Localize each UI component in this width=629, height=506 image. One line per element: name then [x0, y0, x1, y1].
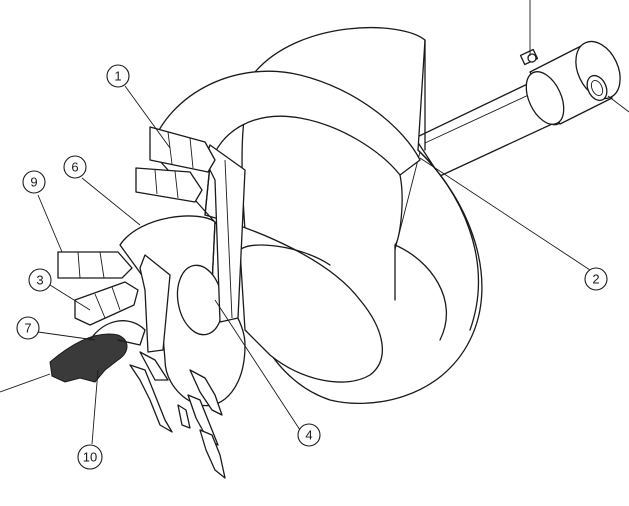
callout-2: 2 [584, 267, 608, 291]
leader-lines [0, 85, 591, 445]
callout-3-label: 3 [36, 273, 43, 288]
lower-holder-plate [139, 254, 171, 353]
callout-4-label: 4 [305, 428, 312, 443]
callout-3: 3 [28, 268, 52, 292]
callout-6-label: 6 [71, 160, 78, 175]
callout-7: 7 [16, 316, 40, 340]
drive-housing [519, 0, 629, 125]
callout-10-label: 10 [83, 450, 97, 465]
callout-2-label: 2 [592, 272, 599, 287]
callout-10: 10 [77, 444, 103, 470]
callout-6: 6 [63, 155, 87, 179]
callout-9-label: 9 [30, 175, 37, 190]
bottom-teeth [129, 351, 226, 479]
callout-7-label: 7 [24, 321, 31, 336]
middle-auger-flight [149, 70, 421, 383]
callout-1-label: 1 [114, 69, 121, 84]
callout-1: 1 [106, 64, 130, 88]
pilot-bit [49, 320, 146, 383]
cutting-teeth-middle [57, 251, 133, 279]
callout-4: 4 [297, 423, 321, 447]
cutting-teeth-lower [74, 281, 139, 326]
callout-9: 9 [22, 170, 46, 194]
